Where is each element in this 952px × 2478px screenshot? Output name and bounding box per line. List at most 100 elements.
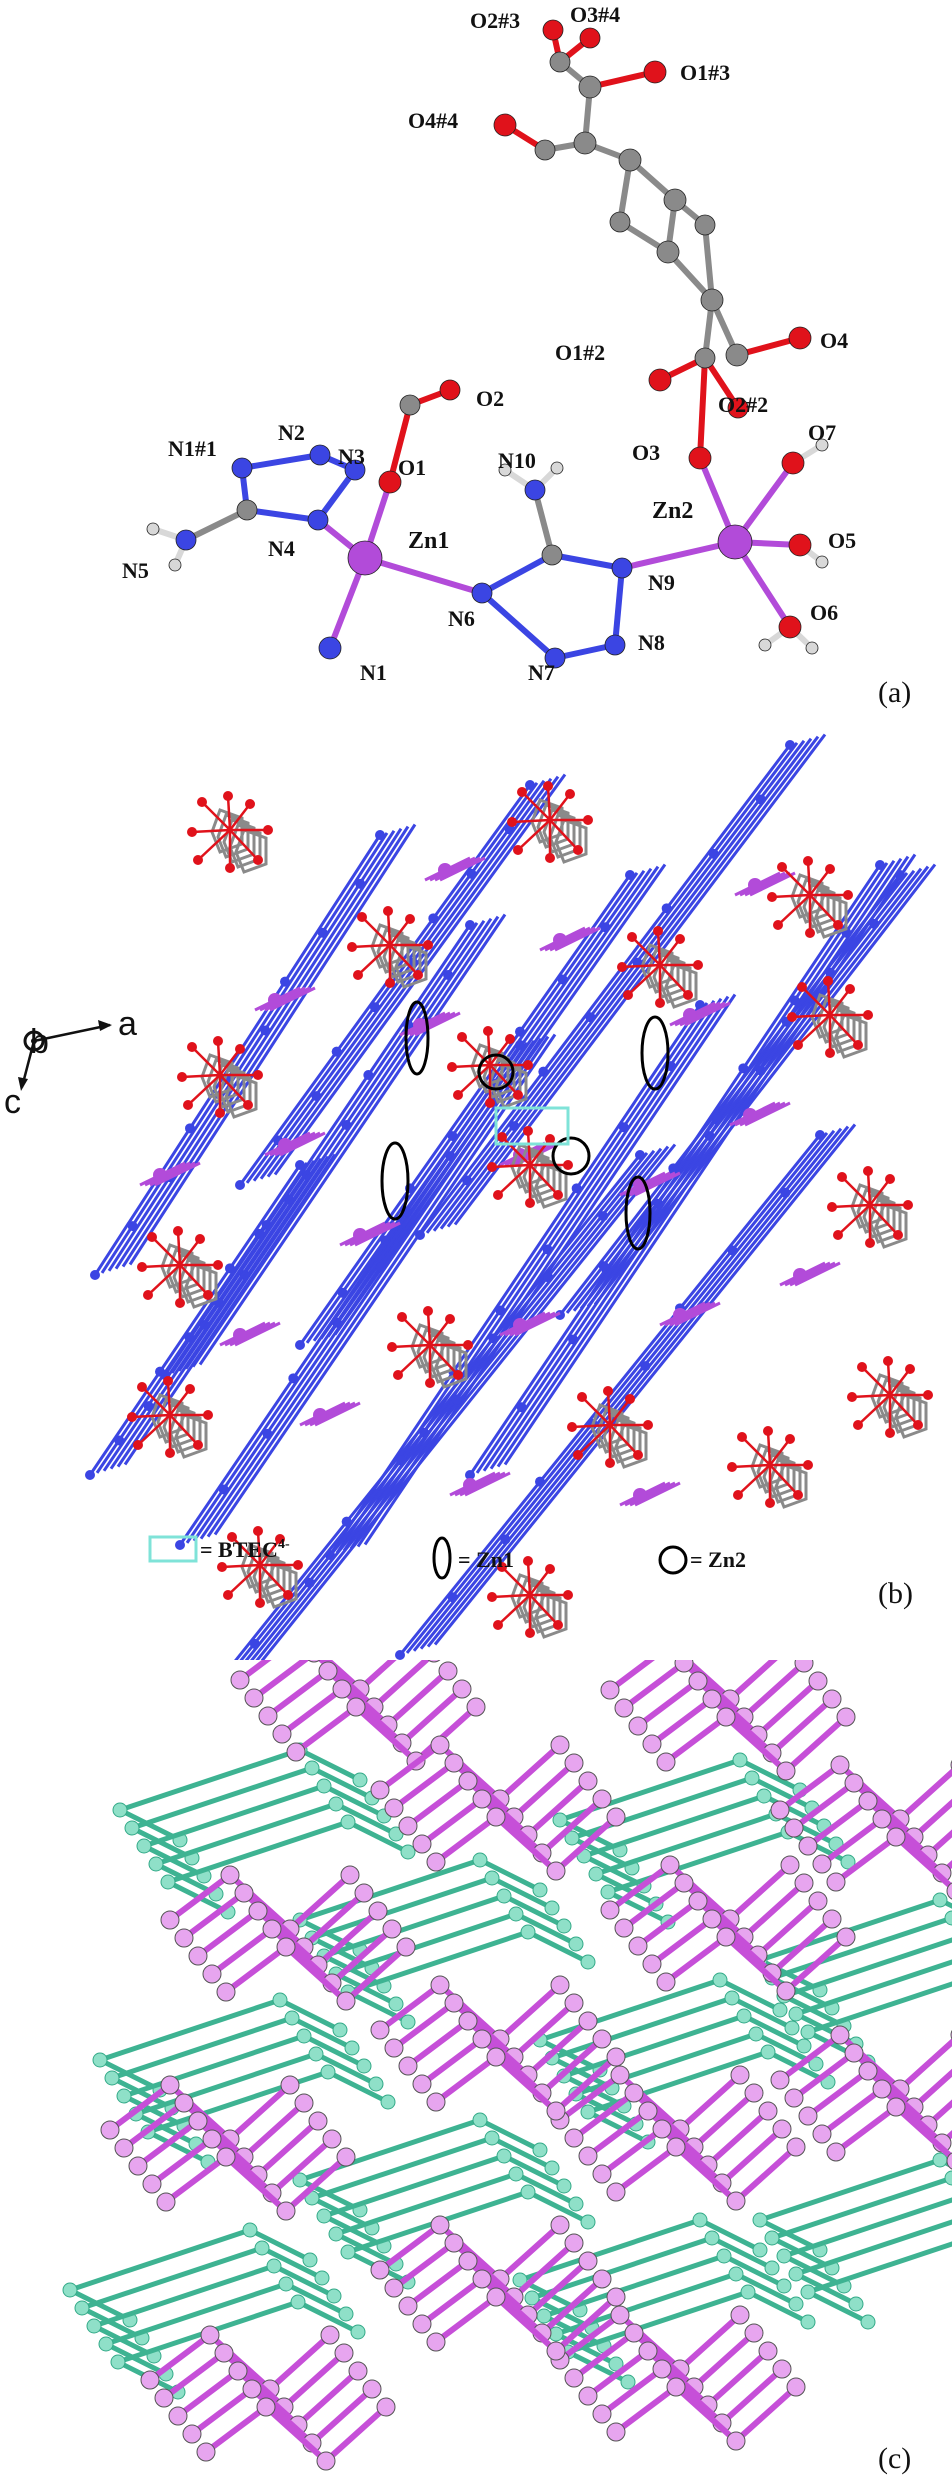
net-node [702, 1689, 722, 1709]
o-atom [803, 856, 813, 866]
net-node [578, 1771, 598, 1791]
btec-ring [422, 1333, 456, 1379]
atom-o3 [688, 446, 712, 470]
net-node [752, 2242, 768, 2258]
chain-bond [185, 1042, 529, 1544]
net-bond [326, 2069, 390, 2105]
net-node [382, 1919, 402, 1939]
o-atom [243, 1100, 253, 1110]
net-bond [223, 2154, 289, 2214]
net-bond [557, 2072, 623, 2123]
o-atom [763, 1426, 773, 1436]
chain-bond [433, 1123, 857, 1646]
net-node [426, 1852, 446, 1872]
net-bond [607, 1660, 655, 1693]
chain-bond [305, 872, 639, 1344]
n-atom [235, 1180, 245, 1190]
atom-n1b [231, 457, 253, 479]
net-node [100, 2120, 120, 2140]
n-atom [262, 1428, 273, 1439]
net-bond [607, 1829, 789, 1895]
net-node [606, 2182, 626, 2202]
zn-atom [353, 1228, 367, 1242]
co-bond [151, 1236, 181, 1266]
o-atom [675, 934, 685, 944]
legend-zn2-label: = Zn2 [690, 1547, 746, 1572]
n-atom [332, 1317, 343, 1328]
net-bond [621, 1660, 687, 1711]
net-bond [290, 2015, 354, 2051]
net-node [556, 2178, 572, 2194]
zn-bond [544, 926, 591, 952]
chain-bond [102, 1159, 316, 1472]
net-bond [493, 2054, 559, 2114]
o-atom [565, 789, 575, 799]
zn-atom [463, 1478, 477, 1492]
net-node [674, 1873, 694, 1893]
zn-atom [513, 1318, 527, 1332]
zn-atom [748, 878, 762, 892]
net-node [532, 2142, 548, 2158]
net-bond [750, 1775, 814, 1811]
zn-atom [793, 1268, 807, 1282]
co-bond [741, 1436, 771, 1466]
net-node [556, 1918, 572, 1934]
net-bond [311, 1875, 493, 1941]
net-node [740, 2284, 756, 2300]
net-bond [167, 1872, 233, 1923]
net-node [344, 2040, 360, 2056]
net-bond [209, 2136, 275, 2196]
n-atom [337, 1287, 348, 1298]
co-bond [397, 1344, 431, 1376]
net-node [202, 1964, 222, 1984]
bond [532, 487, 555, 558]
net-node [338, 2306, 354, 2322]
atom-o2b [727, 397, 749, 419]
legend-btec-swatch [148, 1535, 198, 1563]
net-node [704, 2230, 720, 2246]
co-bond [889, 1368, 911, 1396]
o-atom [405, 914, 415, 924]
net-node [182, 2424, 202, 2444]
net-node [412, 1834, 432, 1854]
btec-ring [868, 1198, 902, 1244]
net-bond [135, 2051, 317, 2117]
co-bond [221, 1563, 261, 1569]
btec-ring [394, 943, 428, 989]
chain-bond [206, 1035, 550, 1538]
net-node [484, 2130, 500, 2146]
net-node [656, 1972, 676, 1992]
net-node [580, 2104, 596, 2120]
net-node [946, 2152, 952, 2170]
net-node [332, 1679, 352, 1699]
co-bond [169, 1388, 191, 1416]
o-atom [283, 1590, 293, 1600]
net-bond [478, 1857, 542, 1893]
net-node [760, 2044, 776, 2060]
net-bond [241, 2100, 307, 2160]
net-node [580, 1954, 596, 1970]
chain-bond [425, 741, 799, 1234]
o-atom [193, 1440, 203, 1450]
n-atom [571, 1183, 582, 1194]
atom-labels: O2#3 O3#4 O1#3 O4#4 O1#2 O4 O2#2 O3 O7 O… [122, 2, 856, 685]
net-bond [833, 1834, 899, 1885]
net-node [702, 1909, 722, 1929]
net-bond [783, 2197, 952, 2259]
n-atom [640, 1361, 651, 1372]
n-atom [598, 1261, 609, 1272]
btec-ring [434, 1343, 468, 1389]
btec-ring [834, 1013, 868, 1059]
net-node [340, 1865, 360, 1885]
zn-atom [278, 1138, 292, 1152]
net-node [116, 2088, 132, 2104]
co-bond [731, 1463, 771, 1469]
net-bond [911, 2068, 952, 2110]
net-bond [497, 1982, 563, 2042]
net-bond [805, 2068, 871, 2119]
o-atom [487, 1162, 497, 1172]
net-node [258, 1706, 278, 1726]
net-node [788, 2006, 804, 2022]
net-node [840, 1854, 856, 1870]
n-atom [755, 794, 766, 805]
